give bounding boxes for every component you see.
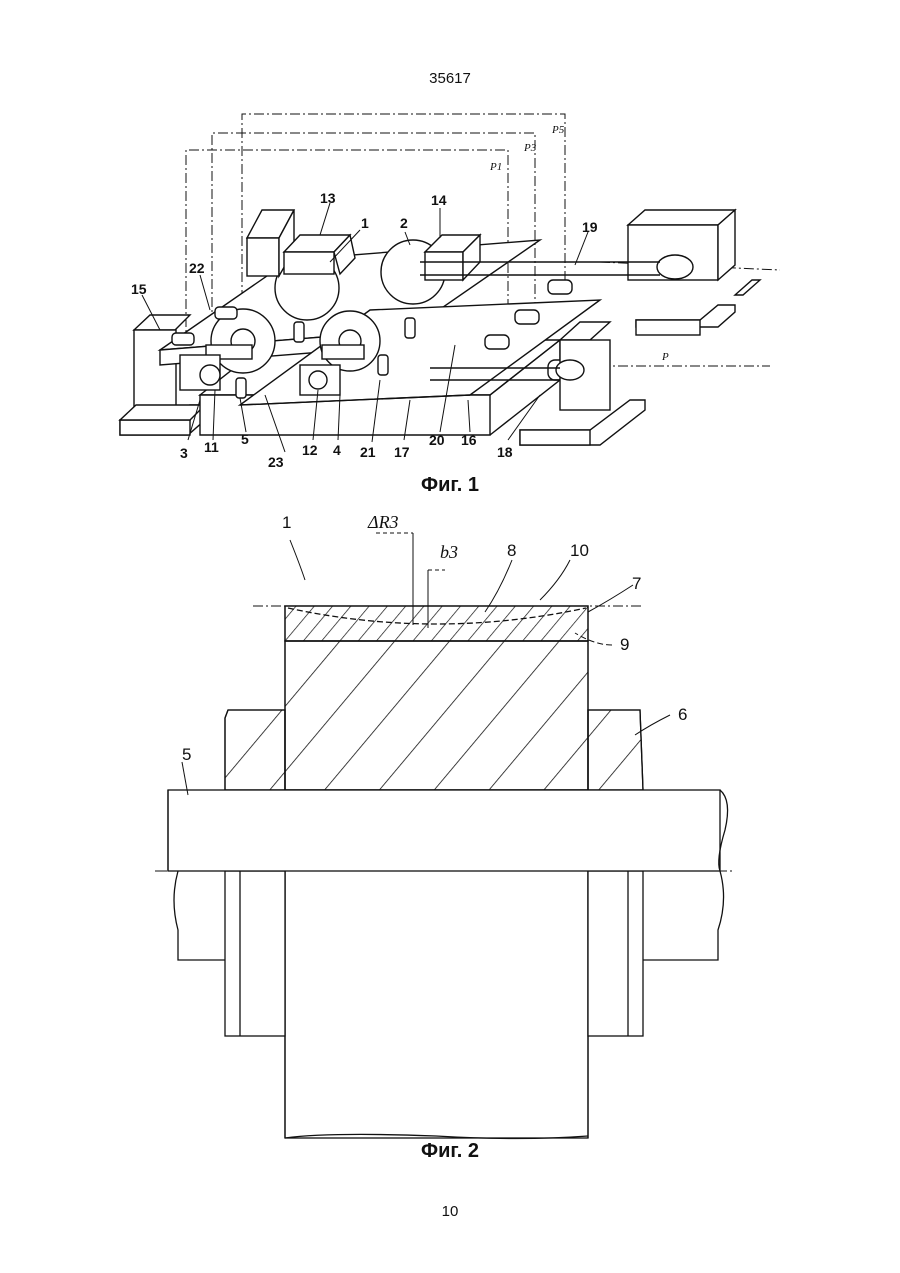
fig2-label-1: 1 [282,513,291,532]
roll-right-4 [320,311,380,371]
label-1: 1 [361,215,369,231]
fig2-label-10: 10 [570,541,589,560]
label-21: 21 [360,444,376,460]
label-11: 11 [204,439,219,455]
label-5: 5 [241,431,249,447]
label-23: 23 [268,454,284,470]
label-15: 15 [131,281,147,297]
block-13 [247,210,355,276]
figure-1-drawing [120,114,780,452]
label-p5: P5 [551,124,565,136]
label-p3: P3 [523,142,537,154]
label-16: 16 [461,432,477,448]
label-12: 12 [302,442,318,458]
fig2-label-8: 8 [507,541,516,560]
fig2-label-7: 7 [632,574,641,593]
figure-1-caption: Фиг. 1 [0,474,900,497]
label-20: 20 [429,432,445,448]
page-number: 10 [0,1203,900,1220]
fig2-label-6: 6 [678,705,687,724]
hub-right [588,710,643,790]
label-22: 22 [189,260,205,276]
label-13: 13 [320,190,336,206]
figure-2-drawing [155,533,735,1139]
label-14: 14 [431,192,447,208]
label-4: 4 [333,442,341,458]
label-p1: P1 [489,161,502,173]
figure-2-caption: Фиг. 2 [0,1140,900,1163]
fig2-label-b3: b3 [440,542,458,562]
fig2-label-9: 9 [620,635,629,654]
hub-left [225,710,285,790]
label-p: P [661,351,669,363]
fig2-label-dr3: ΔR3 [367,512,399,532]
roll-body [285,641,588,790]
shaft [168,790,720,871]
label-19: 19 [582,219,598,235]
label-2: 2 [400,215,408,231]
fig2-label-5: 5 [182,745,191,764]
right-stand-upper [628,210,760,335]
label-3: 3 [180,445,188,461]
hub-left-lower [225,871,285,1036]
hub-right-lower [588,871,643,1036]
label-17: 17 [394,444,410,460]
label-18: 18 [497,444,513,460]
